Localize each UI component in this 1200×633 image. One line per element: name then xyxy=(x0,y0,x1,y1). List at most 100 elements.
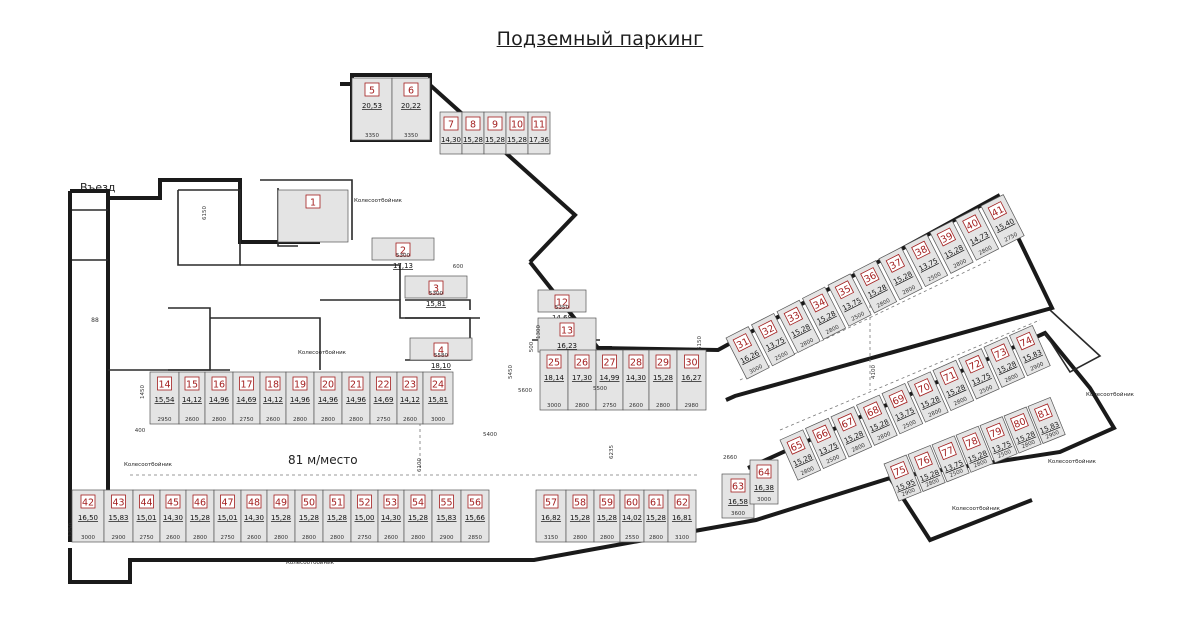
parking-spot-1[interactable]: 1 xyxy=(277,189,349,243)
spot-number-box xyxy=(531,116,547,131)
spot-number: 77 xyxy=(940,445,955,460)
wheel-stop-label: Колесоотбойник xyxy=(1048,458,1097,465)
spot-area-value: 20,53 xyxy=(362,102,382,110)
spot-number-box xyxy=(939,366,959,386)
spot-number: 10 xyxy=(511,120,523,131)
spot-width-value: 2800 xyxy=(293,417,307,423)
spot-number: 4 xyxy=(438,346,444,357)
spot-width-value: 5580 xyxy=(434,353,448,359)
parking-spot-7[interactable]: 714,30 xyxy=(439,111,463,155)
spot-number-box xyxy=(962,214,982,234)
spot-number-box xyxy=(834,280,855,300)
spot-number: 8 xyxy=(470,120,476,131)
spot-width-value: 2750 xyxy=(603,403,617,409)
spot-number-box xyxy=(913,451,933,470)
parking-spot-8[interactable]: 815,28 xyxy=(461,111,485,155)
spot-area-value: 16,27 xyxy=(681,374,701,382)
spot-width-value: 2750 xyxy=(358,535,372,541)
parking-spot-12[interactable]: 1214,685350 xyxy=(537,289,587,322)
spot-number: 14 xyxy=(158,380,170,391)
spot-number: 76 xyxy=(916,455,931,470)
parking-spot-9[interactable]: 915,28 xyxy=(483,111,507,155)
spot-number-box xyxy=(655,354,671,369)
